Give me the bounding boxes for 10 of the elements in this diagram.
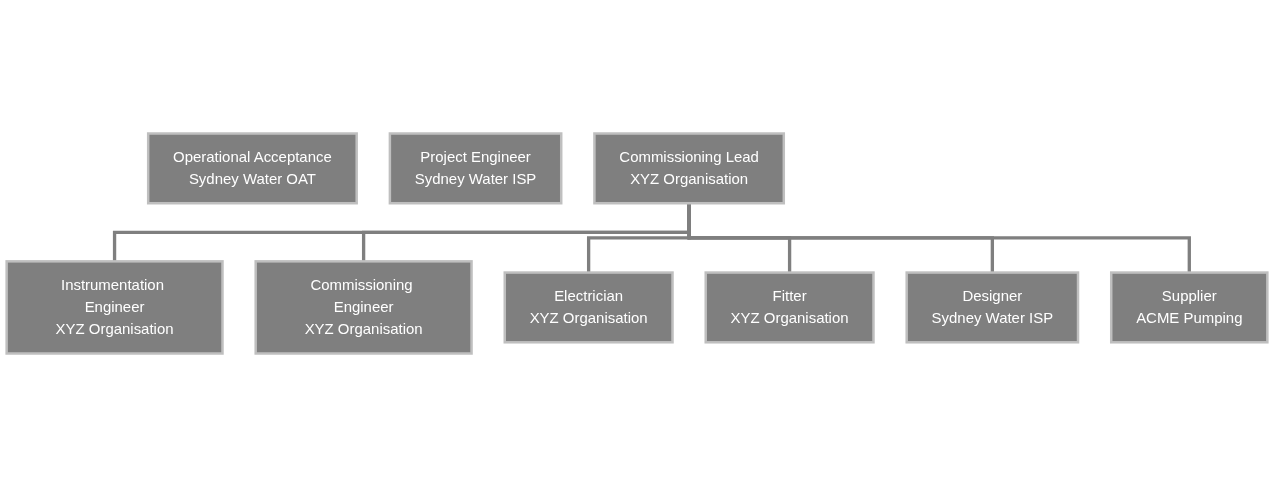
node-box: Fitter XYZ Organisation — [704, 271, 875, 344]
node-box: Designer Sydney Water ISP — [905, 271, 1080, 344]
node-box: Operational Acceptance Sydney Water OAT — [146, 132, 358, 205]
node-box: Commissioning Engineer XYZ Organisation — [254, 260, 473, 355]
node-box: Instrumentation Engineer XYZ Organisation — [5, 260, 224, 355]
node-box: Commissioning Lead XYZ Organisation — [593, 132, 786, 205]
node-box: Electrician XYZ Organisation — [503, 271, 674, 344]
node-box: Project Engineer Sydney Water ISP — [388, 132, 563, 205]
node-box: Supplier ACME Pumping — [1110, 271, 1269, 344]
connector — [687, 203, 1191, 273]
